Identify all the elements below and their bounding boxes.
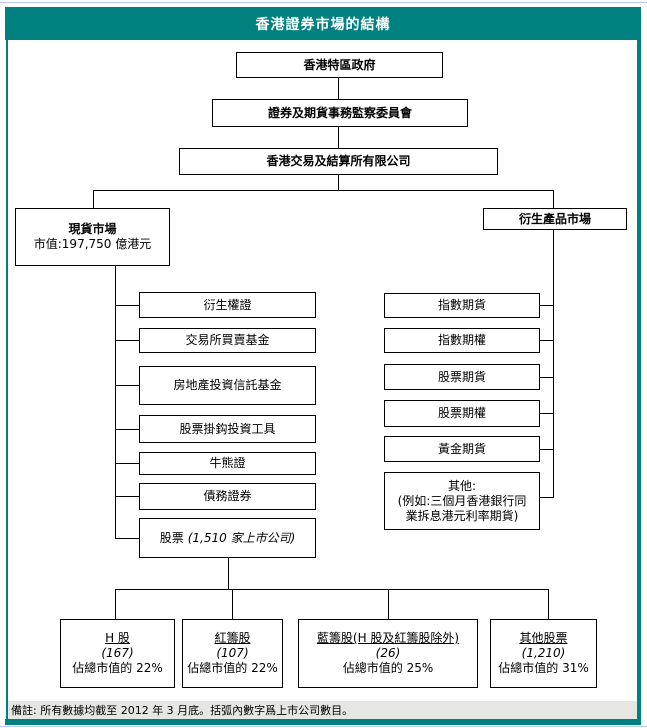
stocks-note: (1,510 家上市公司) [187,530,296,545]
category-count: (107) [216,646,249,660]
connector-line [115,385,139,386]
connector-line [228,558,229,589]
node-derivative-warrants: 衍生權證 [139,292,316,318]
stocks-label: 股票 [159,530,184,545]
category-share: 佔總市值的 22% [72,661,163,675]
connector-line [540,377,554,378]
node-equity-linked: 股票掛鈎投資工具 [139,415,316,443]
product-label: 交易所買賣基金 [185,333,270,347]
product-label: 指數期貨 [437,298,486,312]
connector-line [115,589,549,590]
node-exchange: 香港交易及結算所有限公司 [179,148,498,175]
product-label: 股票期貨 [437,369,486,384]
node-gold-futures: 黃金期貨 [384,436,540,462]
node-index-futures: 指數期貨 [384,293,540,318]
connector-line [115,266,116,538]
category-name: 紅籌股 [214,631,251,645]
other-line3: 業拆息港元利率期貨) [405,508,519,523]
node-red-chips: 紅籌股 (107) 佔總市值的 22% [182,619,283,688]
connector-line [93,190,554,191]
category-name: H 股 [105,631,130,645]
connector-line [540,449,554,450]
derivatives-market-title: 衍生產品市場 [518,211,591,226]
connector-line [115,429,139,430]
category-name: 其他股票 [519,631,568,645]
product-label: 牛熊證 [209,456,246,470]
node-h-shares: H 股 (167) 佔總市值的 22% [60,619,175,688]
category-name: 藍籌股(H 股及紅籌股除外) [316,631,460,645]
bottom-edge-line [0,726,647,727]
node-debt-securities: 債務證券 [139,483,316,510]
connector-line [338,78,339,99]
connector-line [115,589,116,619]
product-label: 股票期權 [437,406,486,420]
node-stock-options: 股票期權 [384,400,540,427]
connector-line [540,413,554,414]
connector-line [553,230,554,498]
category-share: 佔總市值的 22% [187,661,278,675]
connector-line [540,305,554,306]
connector-line [388,589,389,619]
category-share: 佔總市值的 25% [342,661,434,675]
product-label: 黃金期貨 [437,441,486,456]
category-share: 佔總市值的 31% [498,661,589,675]
frame-left-border [6,40,8,720]
category-count: (167) [101,646,134,660]
product-label: 房地產投資信託基金 [173,378,282,392]
node-government-label: 香港特區政府 [303,57,376,72]
connector-line [540,340,554,341]
product-label: 衍生權證 [203,297,252,312]
product-label: 債務證券 [203,489,252,503]
connector-line [115,538,139,539]
connector-line [338,175,339,190]
connector-line [93,190,94,208]
frame-right-border [637,40,641,720]
other-line1: 其他: [447,478,477,493]
node-other-derivatives: 其他: (例如:三個月香港銀行同 業拆息港元利率期貨) [384,472,540,530]
node-other-stocks: 其他股票 (1,210) 佔總市值的 31% [490,619,597,688]
stocks-label-row: 股票 (1,510 家上市公司) [160,531,296,546]
node-cbbc: 牛熊證 [139,452,316,475]
node-regulator-label: 證券及期貨事務監察委員會 [267,105,412,120]
node-reits: 房地產投資信託基金 [139,366,316,405]
connector-line [548,589,549,619]
connector-line [115,496,139,497]
product-label: 指數期權 [437,333,486,347]
category-count: (26) [375,646,401,660]
node-stock-futures: 股票期貨 [384,364,540,390]
node-exchange-label: 香港交易及結算所有限公司 [266,154,411,168]
other-line2: (例如:三個月香港銀行同 [397,493,527,508]
node-etf: 交易所買賣基金 [139,328,316,353]
node-cash-market: 現貨市場 市值:197,750 億港元 [15,208,170,266]
connector-line [232,589,233,619]
node-stocks: 股票 (1,510 家上市公司) [139,518,316,558]
frame-bottom-border [5,719,641,725]
connector-line [338,127,339,148]
connector-line [115,305,139,306]
page-title: 香港證券市場的結構 [5,7,641,40]
category-count: (1,210) [521,646,566,660]
connector-line [540,497,554,498]
node-blue-chips: 藍籌股(H 股及紅籌股除外) (26) 佔總市值的 25% [298,619,478,688]
cash-market-subtitle: 市值:197,750 億港元 [33,237,152,251]
node-regulator: 證券及期貨事務監察委員會 [212,99,468,127]
node-index-options: 指數期權 [384,328,540,353]
cash-market-title: 現貨市場 [68,222,117,236]
connector-line [115,340,139,341]
footer-note-bar: 備註: 所有數據均截至 2012 年 3 月底。括弧內數字爲上市公司數目。 [8,701,637,719]
footer-note: 備註: 所有數據均截至 2012 年 3 月底。括弧內數字爲上市公司數目。 [11,704,354,717]
node-derivatives-market: 衍生產品市場 [483,208,627,230]
node-government: 香港特區政府 [236,52,443,78]
connector-line [115,463,139,464]
product-label: 股票掛鈎投資工具 [179,421,276,436]
connector-line [553,190,554,208]
top-edge-line [0,2,647,3]
